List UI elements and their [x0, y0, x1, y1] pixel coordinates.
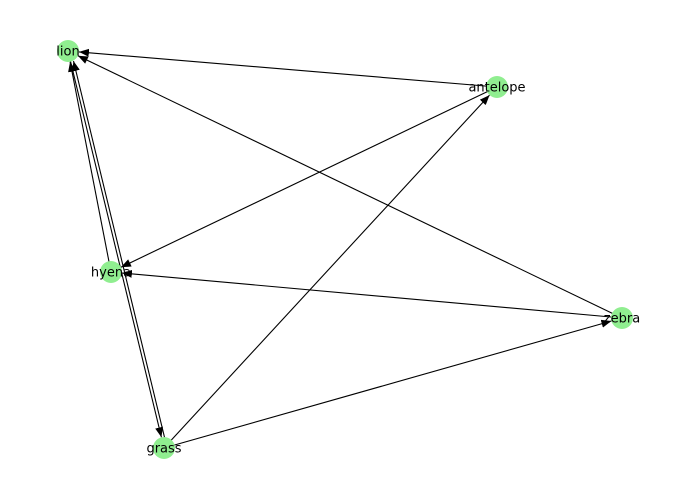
node-grass [153, 437, 175, 459]
edges-layer [67, 48, 623, 449]
edge-grass-to-antelope [163, 94, 490, 449]
edge-grass-to-lion [71, 60, 168, 448]
node-lion [57, 40, 79, 62]
node-label-antelope: antelope [468, 81, 525, 96]
node-label-hyena: hyena [91, 266, 131, 281]
edge-grass-to-zebra [163, 319, 612, 449]
node-label-zebra: zebra [604, 312, 640, 327]
node-label-lion: lion [56, 45, 79, 60]
node-label-grass: grass [146, 442, 181, 457]
edge-zebra-to-lion [77, 55, 623, 319]
node-antelope [486, 76, 508, 98]
edge-lion-to-grass [67, 50, 163, 438]
node-hyena [100, 261, 122, 283]
edge-antelope-to-lion [78, 48, 498, 88]
edge-antelope-to-hyena [120, 86, 498, 268]
edge-zebra-to-hyena [121, 269, 623, 319]
node-zebra [611, 307, 633, 329]
nodes-layer: lion antelope hyena zebra grass [56, 40, 640, 459]
edge-hyena-to-lion [68, 61, 112, 273]
